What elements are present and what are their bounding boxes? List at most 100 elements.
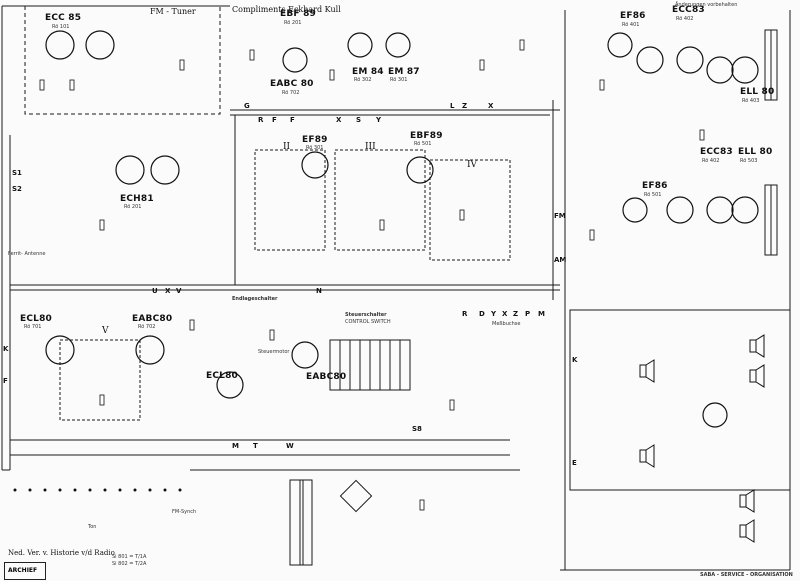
tube-eabc80-low bbox=[135, 335, 165, 365]
bus-mid-1: D bbox=[479, 310, 485, 318]
ell80-right-ref: Rö 503 bbox=[740, 158, 758, 164]
tube-ech81 bbox=[115, 155, 145, 185]
s1-label: S1 bbox=[12, 169, 22, 177]
bus-low-0: U bbox=[152, 287, 158, 295]
tube-ef86-right bbox=[622, 197, 648, 223]
steuerschalter-label: Steuerschalter bbox=[345, 312, 387, 318]
em84-label: EM 84 bbox=[352, 67, 384, 77]
tube-em84 bbox=[347, 32, 373, 58]
bus-top-6: Y bbox=[376, 116, 382, 124]
bus-line-low bbox=[10, 439, 510, 456]
ecl80-b-label: ECL80 bbox=[206, 371, 239, 381]
bus-mid-5: P bbox=[525, 310, 531, 318]
ef89-ref: Rö 301 bbox=[306, 145, 324, 151]
credit-line: Compliments Eckhard Kull bbox=[232, 5, 341, 14]
meter-instrument bbox=[702, 402, 728, 428]
ecc83-top-label: ECC83 bbox=[672, 5, 705, 15]
section-ii: II bbox=[283, 142, 291, 152]
tube-ell80-right-b bbox=[731, 196, 759, 224]
ebf89-mid-label: EBF89 bbox=[410, 131, 443, 141]
bus-top-8: Z bbox=[462, 102, 468, 110]
power-transformer bbox=[289, 479, 313, 566]
ebf89-mid-ref: Rö 501 bbox=[414, 141, 432, 147]
tube-ecl80 bbox=[45, 335, 75, 365]
saba-organisation: SABA - SERVICE - ORGANISATION bbox=[700, 572, 793, 578]
ef86-top-label: EF86 bbox=[620, 11, 646, 21]
rectifier-bridge bbox=[339, 479, 373, 513]
eabc80-top-ref: Rö 702 bbox=[282, 90, 300, 96]
tube-ecc83-right-a bbox=[666, 196, 694, 224]
tube-ebf89-top bbox=[282, 47, 308, 73]
section-v: V bbox=[102, 326, 109, 336]
bus-line-top bbox=[230, 109, 560, 116]
bus-low-2: V bbox=[176, 287, 182, 295]
bus-low-3: T bbox=[253, 442, 258, 450]
section-iv: IV bbox=[467, 160, 478, 170]
section-iii-box bbox=[334, 149, 426, 251]
f-left-label: F bbox=[3, 377, 8, 385]
ef86-right-label: EF86 bbox=[642, 181, 668, 191]
em87-label: EM 87 bbox=[388, 67, 420, 77]
tone-label: Ton bbox=[88, 524, 97, 530]
ecl80-ref: Rö 701 bbox=[24, 324, 42, 330]
eabc80-top-label: EABC 80 bbox=[270, 79, 314, 89]
eabc80-c-label: EABC80 bbox=[306, 372, 347, 382]
tube-ecl80-b bbox=[216, 371, 244, 399]
bus-top-4: X bbox=[336, 116, 342, 124]
s2-label: S2 bbox=[12, 185, 22, 193]
tube-ef86-top bbox=[607, 32, 633, 58]
speaker-1 bbox=[749, 334, 765, 358]
tube-ebf89-mid bbox=[406, 156, 434, 184]
ecc83-right-ref: Rö 402 bbox=[702, 158, 720, 164]
ebf89-top-ref: Rö 201 bbox=[284, 20, 302, 26]
fm-tuner-label: FM - Tuner bbox=[150, 7, 196, 16]
speaker-6 bbox=[639, 444, 655, 468]
speaker-2 bbox=[749, 364, 765, 388]
bus-low-4: W bbox=[286, 442, 294, 450]
tube-ecc85-b bbox=[85, 30, 115, 60]
ell80-right-label: ELL 80 bbox=[738, 147, 773, 157]
speaker-box bbox=[569, 309, 791, 491]
ecl80-label: ECL80 bbox=[20, 314, 53, 324]
e-right-label: E bbox=[572, 459, 577, 467]
fm-synch-label: FM-Synch bbox=[172, 509, 197, 515]
tube-eabc80-c bbox=[291, 341, 319, 369]
section-v-box bbox=[59, 339, 141, 421]
eabc80-low-label: EABC80 bbox=[132, 314, 173, 324]
ef86-top-ref: Rö 401 bbox=[622, 22, 640, 28]
ecc85-ref: Rö 101 bbox=[52, 24, 70, 30]
bus-top-3: F bbox=[290, 116, 295, 124]
ell80-top-ref: Rö 403 bbox=[742, 98, 760, 104]
ecc83-right-label: ECC83 bbox=[700, 147, 733, 157]
bus-top-1: R bbox=[258, 116, 264, 124]
am-right-label: AM bbox=[554, 256, 567, 264]
em87-ref: Rö 301 bbox=[390, 77, 408, 83]
section-ii-box bbox=[254, 149, 326, 251]
steuermotor-label: Steuermotor bbox=[258, 349, 290, 355]
bus-top-9: X bbox=[488, 102, 494, 110]
tube-ell80-right-a bbox=[706, 196, 734, 224]
k-left-label: K bbox=[3, 345, 9, 353]
bus-top-0: G bbox=[244, 102, 250, 110]
nvvhr-credit: Ned. Ver. v. Historie v/d Radio bbox=[8, 549, 115, 557]
ech81-label: ECH81 bbox=[120, 194, 154, 204]
tube-ell80-top-b bbox=[731, 56, 759, 84]
bus-mid-4: Z bbox=[513, 310, 519, 318]
em84-ref: Rö 302 bbox=[354, 77, 372, 83]
k-right-label: K bbox=[572, 356, 578, 364]
archief-stamp: ARCHIEF bbox=[4, 562, 46, 580]
ecc83-top-ref: Rö 402 bbox=[676, 16, 694, 22]
bus-mid-3: X bbox=[502, 310, 508, 318]
ef89-label: EF89 bbox=[302, 135, 328, 145]
tube-ell80-top-a bbox=[706, 56, 734, 84]
endlage-label: Endlageschalter bbox=[232, 296, 278, 302]
control-switch-label: CONTROL SWITCH bbox=[345, 319, 391, 325]
tube-em87 bbox=[385, 32, 411, 58]
speaker-4 bbox=[739, 519, 755, 543]
s8-label: S8 bbox=[412, 425, 422, 433]
bus-low-6: N bbox=[316, 287, 322, 295]
bus-mid-2: Y bbox=[491, 310, 497, 318]
ecc85-label: ECC 85 bbox=[45, 13, 82, 23]
